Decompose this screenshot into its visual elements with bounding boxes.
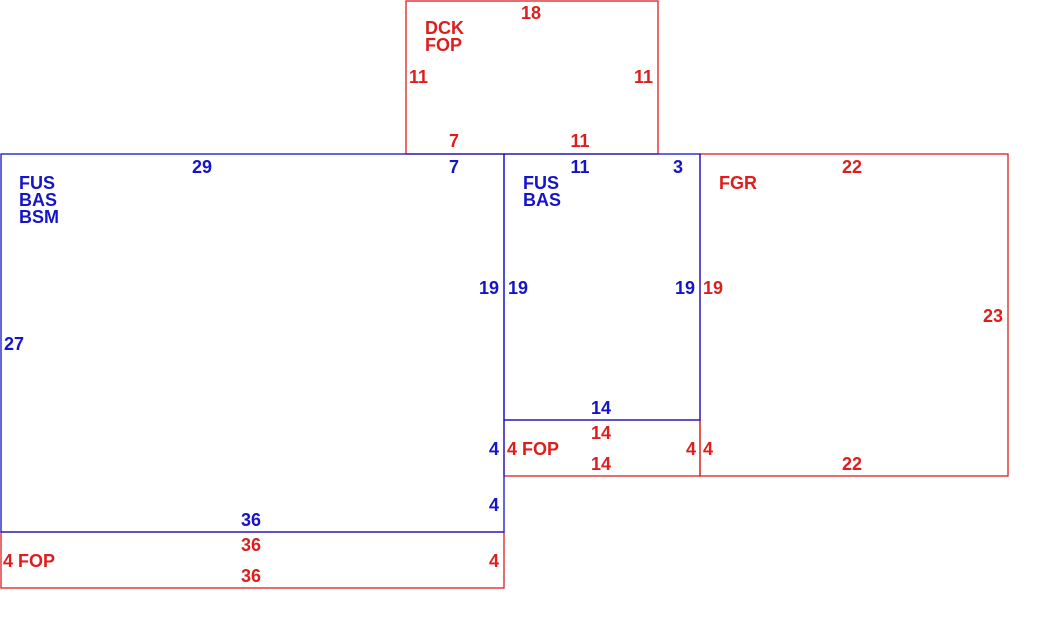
fop-strip-mid-dim-top: 14 xyxy=(591,423,611,443)
main-left-code-3: BSM xyxy=(19,207,59,227)
mid-dim-left: 19 xyxy=(508,278,528,298)
dck-fop-dim-bottom-left: 7 xyxy=(449,131,459,151)
fop-strip-left-dim-bottom: 36 xyxy=(241,566,261,586)
dck-fop-dim-top: 18 xyxy=(521,3,541,23)
fgr-dim-bottom: 22 xyxy=(842,454,862,474)
main-left-dim-top-right: 7 xyxy=(449,157,459,177)
mid-dim-right: 19 xyxy=(675,278,695,298)
fop-strip-left-label: 4 FOP xyxy=(3,551,55,571)
main-left-dim-right-step-2: 4 xyxy=(489,495,499,515)
mid-outline xyxy=(503,153,701,421)
fop-strip-mid-label: 4 FOP xyxy=(507,439,559,459)
main-left-code-2: BAS xyxy=(19,190,57,210)
fgr-dim-left: 19 xyxy=(703,278,723,298)
main-left-dim-bottom: 36 xyxy=(241,510,261,530)
fgr-dim-bottom-left: 4 xyxy=(703,439,713,459)
fop-strip-left-dim-right: 4 xyxy=(489,551,499,571)
dck-fop-code-2: FOP xyxy=(425,35,462,55)
mid-dim-top-right: 3 xyxy=(673,157,683,177)
fop-strip-mid-dim-right: 4 xyxy=(686,439,696,459)
dck-fop-code-1: DCK xyxy=(425,18,464,38)
main-left-dim-right-upper: 19 xyxy=(479,278,499,298)
dck-fop-dim-left: 11 xyxy=(409,67,428,87)
main-left-outline xyxy=(0,153,505,533)
mid-code-2: BAS xyxy=(523,190,561,210)
mid-code-1: FUS xyxy=(523,173,559,193)
mid-dim-top-left: 11 xyxy=(570,157,589,177)
fgr-dim-top: 22 xyxy=(842,157,862,177)
main-left-dim-right-step-1: 4 xyxy=(489,439,499,459)
mid-dim-bottom: 14 xyxy=(591,398,611,418)
fop-strip-left-dim-top: 36 xyxy=(241,535,261,555)
dck-fop-dim-bottom-right: 11 xyxy=(570,131,589,151)
main-left-code-1: FUS xyxy=(19,173,55,193)
dck-fop-dim-right: 11 xyxy=(634,67,653,87)
fop-strip-mid-dim-bottom: 14 xyxy=(591,454,611,474)
fgr-outline xyxy=(699,153,1009,477)
fgr-code: FGR xyxy=(719,173,757,193)
main-left-dim-top: 29 xyxy=(192,157,212,177)
main-left-dim-left: 27 xyxy=(4,334,24,354)
fgr-dim-right: 23 xyxy=(983,306,1003,326)
